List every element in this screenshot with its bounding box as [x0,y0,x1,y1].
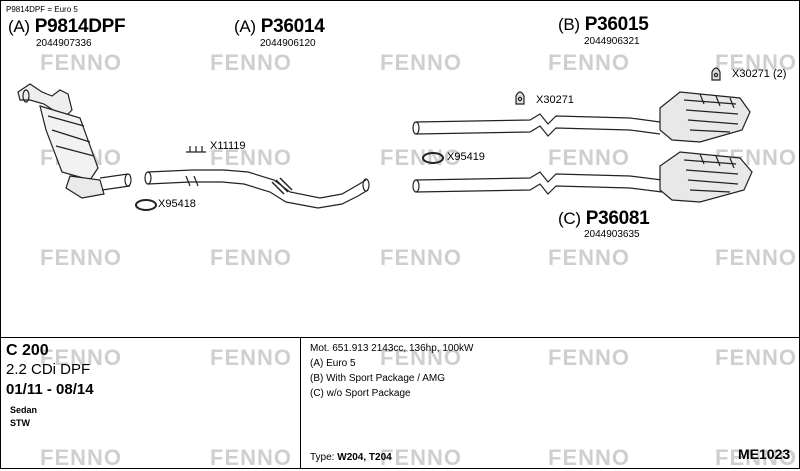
vehicle-engine: 2.2 CDi DPF [6,361,91,378]
part-variant: (B) [558,15,580,34]
diagram-code: ME1023 [738,446,791,462]
divider-horizontal [0,337,799,338]
body-type-stw: STW [10,418,30,428]
muffler-c-drawing [659,151,753,203]
part-code: P36081 [585,208,650,229]
watermark-text: FENNO [40,445,122,470]
watermark-text: FENNO [380,445,462,470]
watermark-text: FENNO [548,145,630,170]
watermark-text: FENNO [715,445,797,470]
watermark-text: FENNO [210,345,292,370]
dpf-part-drawing [17,83,132,199]
watermark-text: FENNO [715,50,797,75]
clamp-x95419-drawing [422,152,444,164]
motor-spec: Mot. 651.913 2143cc, 136hp, 100kW [310,343,474,354]
bracket-x11119-drawing [186,146,206,153]
fitting-label-x11119: X11119 [210,140,246,152]
watermark-text: FENNO [380,50,462,75]
hanger-x30271-drawing [515,91,525,105]
watermark-text: FENNO [210,145,292,170]
part-code-p9814dpf: (A)P9814DPF [8,16,126,38]
oem-number: 2044906120 [260,38,316,49]
watermark-text: FENNO [40,245,122,270]
fitting-label-x95418: X95418 [158,198,196,210]
oem-number: 2044903635 [584,229,640,240]
front-pipe-drawing [144,169,370,209]
part-variant: (A) [234,17,256,36]
spec-note-c: (C) w/o Sport Package [310,388,411,399]
watermark-text: FENNO [40,345,122,370]
watermark-text: FENNO [380,345,462,370]
body-type-sedan: Sedan [10,405,38,415]
oem-number: 2044906321 [584,36,640,47]
fitting-label-x95419: X95419 [447,151,485,163]
part-code: P36014 [260,16,325,37]
part-code-p36015: (B)P36015 [558,14,649,36]
watermark-text: FENNO [210,445,292,470]
part-code: P36015 [584,14,649,35]
watermark-text: FENNO [380,245,462,270]
watermark-text: FENNO [210,50,292,75]
watermark-text: FENNO [210,245,292,270]
watermark-text: FENNO [548,245,630,270]
fitting-label-x30271-2: X30271 (2) [732,68,787,80]
watermark-text: FENNO [380,145,462,170]
lower-pipe-drawing [412,171,663,195]
part-variant: (C) [558,209,581,228]
exhaust-diagram [17,67,753,211]
watermark-text: FENNO [548,50,630,75]
type-value: W204, T204 [337,452,392,463]
muffler-b-drawing [659,91,751,143]
part-code-p36081: (C)P36081 [558,208,650,230]
watermark-text: FENNO [715,345,797,370]
part-code: P9814DPF [34,16,126,37]
part-variant: (A) [8,17,30,36]
fitting-label-x30271: X30271 [536,94,574,106]
spec-note-a: (A) Euro 5 [310,358,356,369]
part-code-p36014: (A)P36014 [234,16,325,38]
divider-vertical [300,337,301,468]
spec-note-b: (B) With Sport Package / AMG [310,373,446,384]
watermark-text: FENNO [715,245,797,270]
upper-pipe-drawing [412,113,661,137]
vehicle-model: C 200 [6,342,49,359]
header-note: P9814DPF = Euro 5 [6,5,78,14]
hanger-x30271-2-drawing [711,67,721,81]
oem-number: 2044907336 [36,38,92,49]
type-row: Type: W204, T204 [310,452,392,463]
watermark-text: FENNO [40,50,122,75]
type-label: Type: [310,452,335,463]
watermark-text: FENNO [548,345,630,370]
clamp-x95418-drawing [135,199,157,211]
vehicle-years: 01/11 - 08/14 [6,381,94,398]
watermark-text: FENNO [548,445,630,470]
